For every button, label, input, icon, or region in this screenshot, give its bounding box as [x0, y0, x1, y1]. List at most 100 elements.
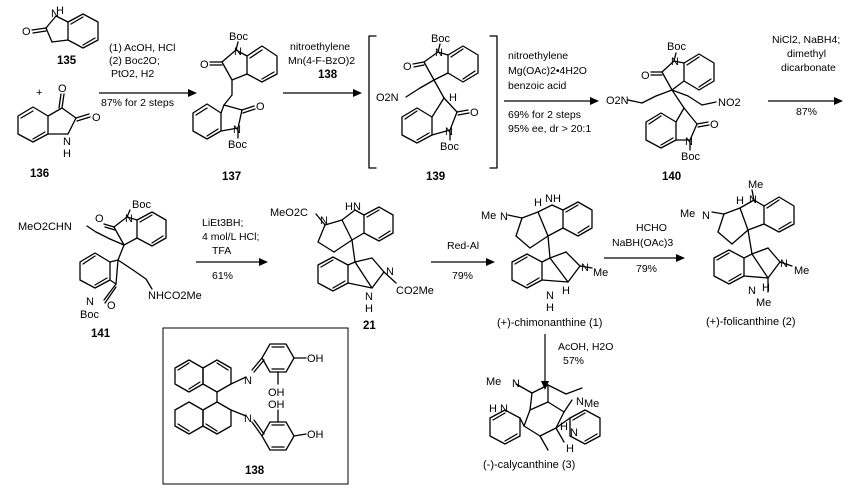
compound-1-structure	[507, 201, 593, 289]
atom-h: H	[365, 303, 373, 315]
atom-n: N	[671, 56, 679, 68]
atom-h: H	[736, 195, 744, 207]
step-3-yield: 69% for 2 steps	[508, 109, 581, 121]
atom-n: N	[685, 136, 693, 148]
step-3-line-1: nitroethylene	[508, 50, 568, 62]
step-5-yield: 61%	[212, 270, 233, 282]
atom-n: N	[500, 403, 508, 415]
atom-n: N	[234, 46, 242, 58]
compound-3-structure	[489, 383, 601, 451]
atom-hn: HN	[345, 201, 361, 213]
compound-label-21: 21	[363, 320, 376, 332]
atom-n: N	[365, 291, 373, 303]
atom-o2n: O2N	[606, 95, 629, 107]
compound-135-structure: H N O	[22, 5, 99, 49]
atom-n: N	[581, 262, 589, 274]
atom-n: N	[244, 375, 252, 387]
atom-n: N	[780, 258, 788, 270]
atom-boc: Boc	[431, 33, 450, 45]
step-3-line-3: benzoic acid	[508, 80, 567, 92]
compound-2-structure	[711, 189, 795, 293]
compound-name-2: (+)-folicanthine (2)	[706, 316, 796, 328]
atom-me: Me	[680, 208, 695, 220]
atom-o: O	[470, 107, 479, 119]
step-7-line-2: NaBH(OAc)3	[612, 237, 673, 249]
atom-me: Me	[748, 179, 763, 191]
atom-oh: OH	[307, 353, 324, 365]
step-1-line-1: (1) AcOH, HCl	[109, 42, 176, 54]
atom-me: Me	[481, 210, 496, 222]
atom-o2n: O2N	[376, 92, 399, 104]
atom-oh: OH	[307, 429, 324, 441]
atom-n: N	[570, 427, 578, 439]
atom-h: H	[449, 92, 457, 104]
compound-label-141: 141	[91, 328, 111, 340]
atom-n: N	[748, 285, 756, 297]
compound-label-138: 138	[245, 465, 265, 477]
atom-n: N	[51, 8, 59, 20]
step-2-line-2: Mn(4-F-BzO)2	[288, 55, 355, 67]
step-1-line-3: PtO2, H2	[111, 68, 154, 80]
atom-h: H	[562, 285, 570, 297]
atom-o: O	[256, 101, 265, 113]
ligand-138-box	[162, 327, 349, 485]
atom-oh: OH	[268, 387, 285, 399]
step-8-reagent: AcOH, H2O	[558, 341, 613, 353]
step-4-conditions: NiCl2, NaBH4; dimethyl dicarbonate 87%	[772, 34, 840, 118]
step-3-selectivity: 95% ee, dr > 20:1	[508, 123, 591, 135]
atom-h: H	[566, 443, 574, 455]
atom-nh: H	[56, 5, 64, 17]
atom-o: O	[710, 119, 719, 131]
atom-me: Me	[756, 297, 771, 309]
atom-n: N	[125, 213, 133, 225]
atom-me: Me	[794, 265, 809, 277]
step-4-yield: 87%	[796, 106, 817, 118]
atom-n: N	[386, 266, 394, 278]
step-2-line-1: nitroethylene	[290, 41, 350, 53]
atom-n: N	[702, 210, 710, 222]
compound-139-structure	[401, 43, 479, 144]
bracket-right	[489, 35, 498, 169]
atom-me: Me	[486, 376, 501, 388]
step-4-line-3: dicarbonate	[781, 62, 836, 74]
atom-boc: Boc	[132, 199, 151, 211]
atom-n: N	[546, 290, 554, 302]
step-7-conditions: HCHO NaBH(OAc)3 79%	[612, 222, 673, 275]
atom-oh: OH	[268, 399, 285, 411]
step-6-reagent: Red-Al	[447, 240, 479, 252]
atom-o: O	[95, 213, 104, 225]
atom-n: N	[244, 413, 252, 425]
atom-o: O	[92, 112, 101, 124]
atom-o: O	[200, 59, 209, 71]
atom-o: O	[58, 83, 67, 95]
compound-136-structure	[17, 93, 91, 143]
atom-h: H	[63, 148, 71, 160]
atom-o: O	[641, 70, 650, 82]
atom-boc: Boc	[667, 41, 686, 53]
compound-label-139: 139	[426, 171, 445, 183]
step-5-line-2: 4 mol/L HCl;	[202, 231, 259, 243]
atom-n: N	[435, 47, 443, 59]
step-4-line-1: NiCl2, NaBH4;	[772, 34, 840, 46]
compound-137-structure	[192, 41, 278, 140]
atom-meo2c: MeO2C	[270, 207, 308, 219]
atom-boc: Boc	[440, 141, 459, 153]
step-7-yield: 79%	[636, 263, 657, 275]
atom-n: N	[86, 296, 94, 308]
atom-n: N	[233, 124, 241, 136]
step-3-conditions: nitroethylene Mg(OAc)2•4H2O benzoic acid…	[508, 50, 591, 135]
atom-co2me: CO2Me	[396, 285, 434, 297]
arrow-head	[353, 89, 362, 97]
atom-h: H	[534, 197, 542, 209]
atom-boc: Boc	[229, 31, 248, 43]
atom-o: O	[403, 61, 412, 73]
arrow-head	[259, 258, 268, 266]
atom-n: N	[512, 378, 520, 390]
compound-138-structure	[174, 343, 307, 451]
atom-boc: Boc	[681, 151, 700, 163]
step-7-line-1: HCHO	[636, 222, 667, 234]
atom-o: O	[22, 26, 31, 38]
step-2-conditions: nitroethylene Mn(4-F-BzO)2 138	[288, 41, 355, 81]
arrow-head	[541, 381, 549, 390]
